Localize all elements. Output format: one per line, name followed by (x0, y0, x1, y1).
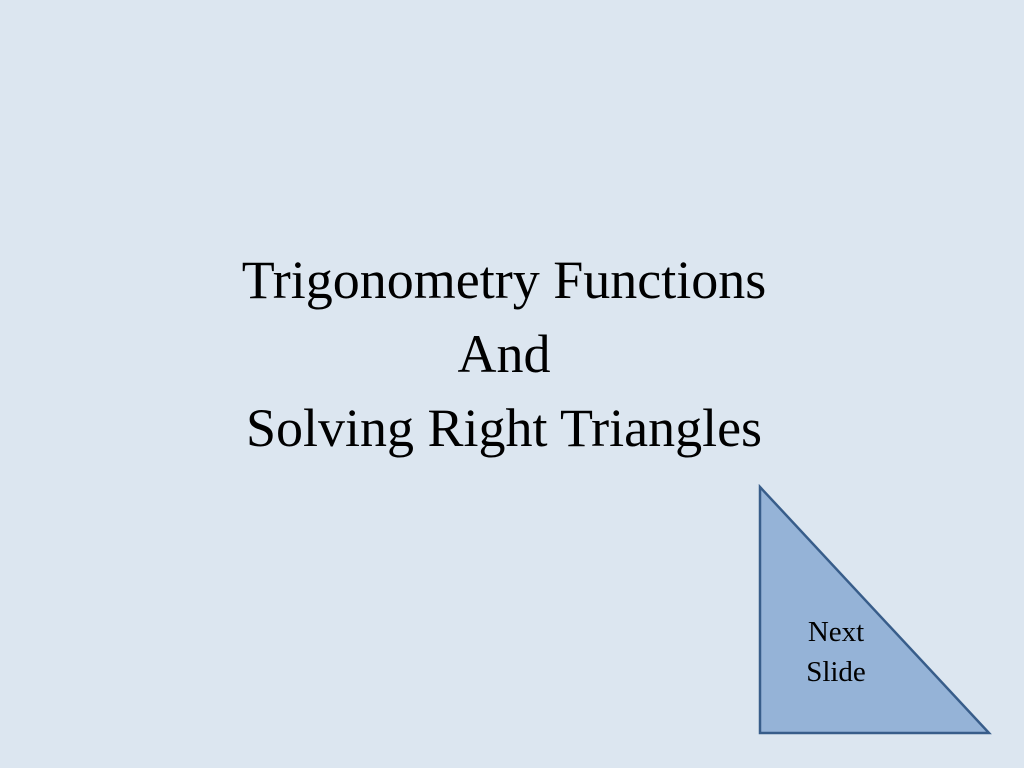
title-line-1: Trigonometry Functions (241, 250, 767, 310)
next-slide-label: Next Slide (796, 612, 876, 692)
title-line-3: Solving Right Triangles (245, 398, 763, 458)
slide-title: Trigonometry Functions And Solving Right… (0, 243, 1008, 465)
next-slide-button[interactable]: Next Slide (756, 484, 994, 738)
title-line-2: And (457, 324, 551, 384)
next-slide-label-line-2: Slide (806, 656, 866, 688)
triangle-shape-icon (758, 484, 992, 735)
next-slide-label-line-1: Next (807, 616, 865, 648)
